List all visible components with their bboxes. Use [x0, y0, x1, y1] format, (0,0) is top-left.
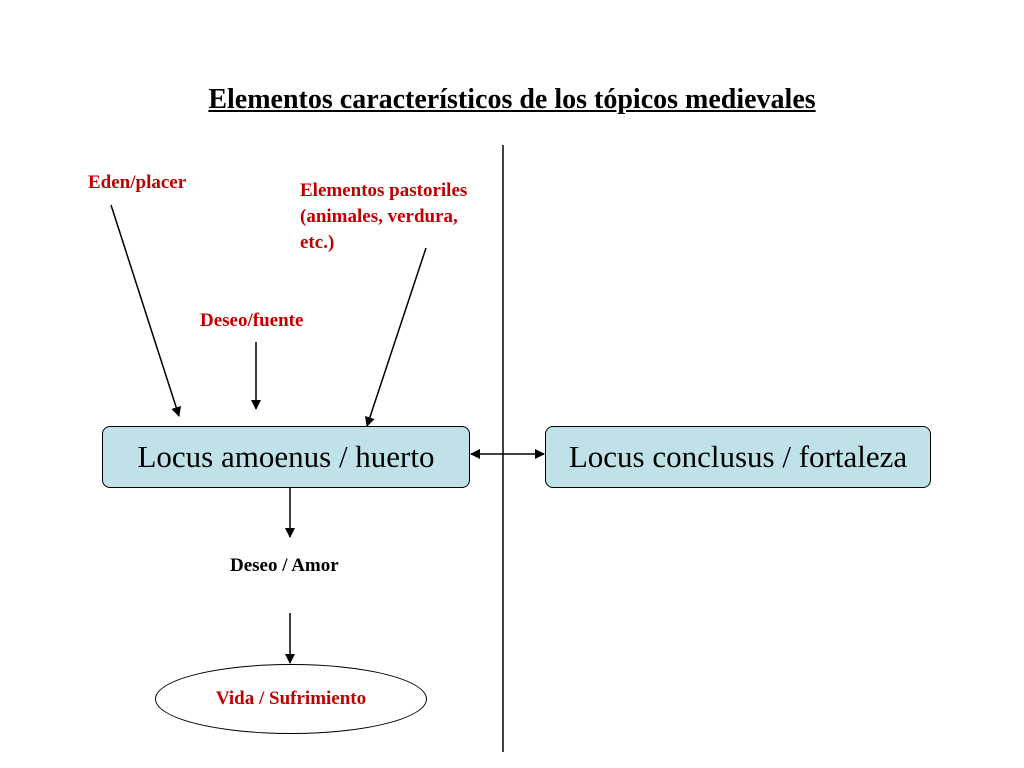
label-deseo-fuente: Deseo/fuente: [200, 310, 304, 331]
label-pastoriles-line-1: Elementos pastoriles: [300, 180, 468, 201]
label-eden-placer: Eden/placer: [88, 172, 187, 193]
label-deseo-amor: Deseo / Amor: [230, 555, 339, 576]
label-elementos-pastoriles: Elementos pastoriles (animales, verdura,…: [300, 178, 467, 256]
arrow-pastoriles-to-locus: [365, 247, 427, 427]
box-locus-amoenus: Locus amoenus / huerto: [102, 426, 470, 488]
label-pastoriles-line-2: (animales, verdura,: [300, 206, 458, 227]
arrow-eden-to-locus: [110, 204, 181, 417]
label-pastoriles-line-3: etc.): [300, 232, 335, 253]
ellipse-vida-sufrimiento: Vida / Sufrimiento: [155, 664, 427, 734]
box-locus-conclusus: Locus conclusus / fortaleza: [545, 426, 931, 488]
page-title: Elementos característicos de los tópicos…: [208, 84, 816, 115]
